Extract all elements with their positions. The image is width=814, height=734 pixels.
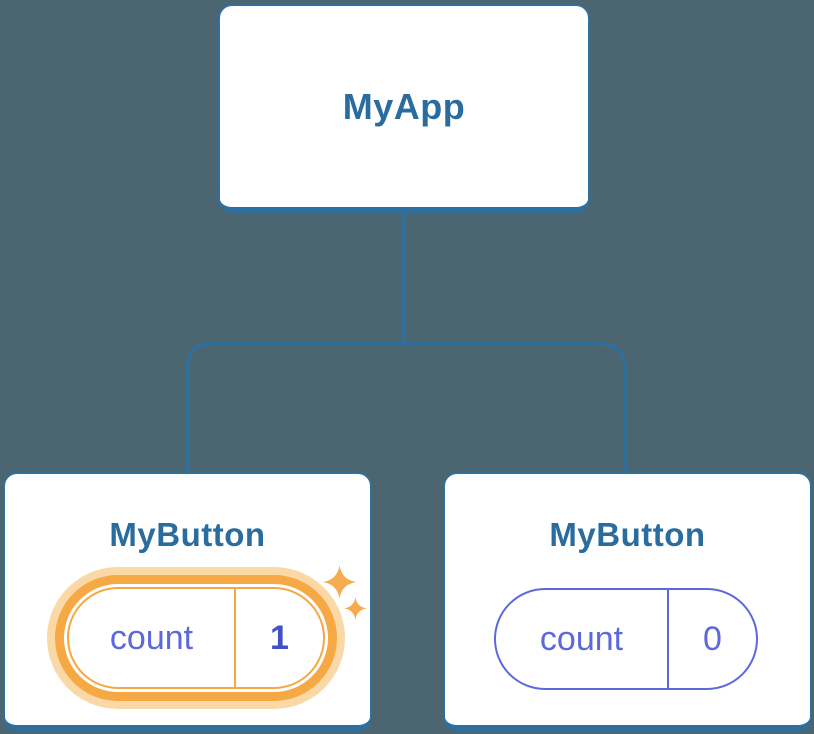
child-node-label: MyButton — [109, 516, 266, 553]
state-badge-highlighted: count 1 — [67, 587, 325, 689]
sparkle-icon — [322, 565, 367, 620]
tree-node-root: MyApp — [218, 4, 590, 213]
state-key-label: count — [109, 618, 194, 657]
state-value: 1 — [234, 589, 323, 687]
root-node-label: MyApp — [342, 85, 466, 127]
state-key-label: count — [539, 619, 624, 658]
state-badge-plain: count 0 — [494, 588, 758, 690]
state-value: 0 — [667, 590, 756, 688]
tree-node-child-left: MyButton count 1 — [3, 472, 372, 731]
child-node-label: MyButton — [549, 516, 706, 553]
tree-node-child-right: MyButton count 0 — [443, 472, 812, 731]
